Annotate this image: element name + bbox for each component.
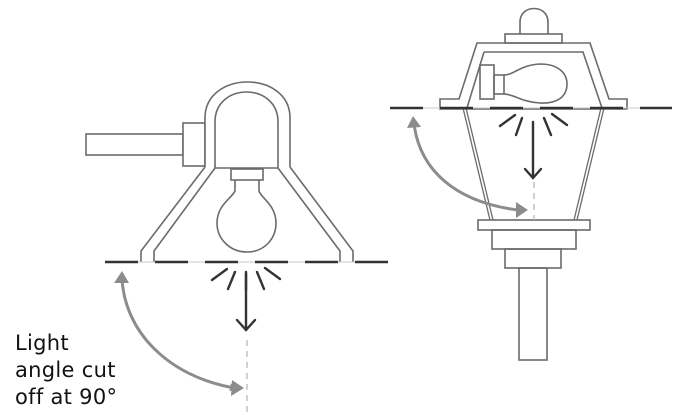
post-lantern [439,7,628,361]
housing-inner [214,91,279,169]
left-angle-arrowhead-top [114,271,129,283]
base-flange [477,219,591,231]
lantern-socket-neck [493,74,505,95]
wall-collar [182,122,206,167]
right-angle-arrowhead-bottom [516,202,528,218]
lantern-lightbulb-icon [503,63,568,104]
shade-left-leg [140,166,216,262]
bulb-socket [230,168,264,181]
right-down-arrow-icon [523,120,543,180]
wall-arm [85,133,184,156]
lantern-glass [462,107,605,221]
left-down-arrow-icon [235,272,257,332]
housing-outer [204,81,291,167]
lantern-post [518,267,548,361]
wall-fixture [85,81,354,262]
roof-outer [439,42,628,110]
shade-right-leg [277,166,354,262]
finial [519,7,549,34]
left-angle-arrowhead-bottom [231,380,244,396]
caption-line-3: off at 90° [15,385,118,409]
right-light-rays [498,112,569,137]
left-angle-arc [120,278,238,392]
roof-inner [466,51,603,109]
right-angle-arc [412,123,519,212]
caption-line-1: Light [15,331,69,355]
base-step-2 [504,248,562,269]
caption-line-2: angle cut [15,358,116,382]
lightbulb-icon [216,180,277,253]
right-angle-arrowhead-top [407,116,421,128]
base-step-1 [491,229,577,250]
lantern-socket [479,64,495,100]
caption-light-angle: Light angle cut off at 90° [15,330,117,411]
cap-step [504,33,563,44]
